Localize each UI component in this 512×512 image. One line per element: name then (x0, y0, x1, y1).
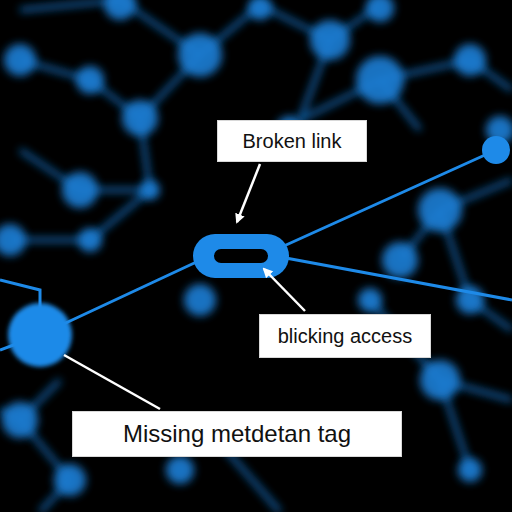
network-node (482, 136, 510, 164)
background-nodes (0, 0, 512, 496)
callout-box: Broken link (217, 120, 367, 162)
network-node (8, 303, 72, 367)
callout-text: Missing metdetan tag (123, 420, 351, 448)
leader-arrows (64, 164, 305, 409)
main-links (0, 150, 512, 350)
callout-box: Missing metdetan tag (72, 411, 402, 457)
callout-text: blicking access (278, 325, 413, 348)
callout-text: Broken link (243, 130, 342, 153)
broken-link-icon (193, 234, 289, 278)
callout-box: blicking access (259, 314, 431, 358)
